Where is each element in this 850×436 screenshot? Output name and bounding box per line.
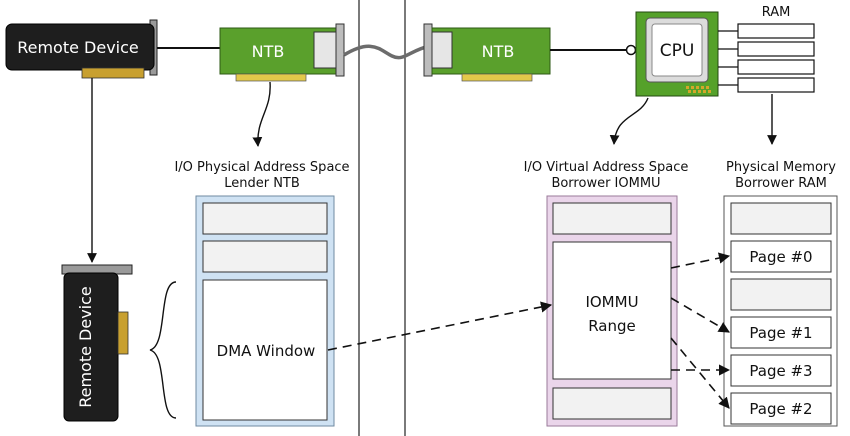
dma-to-iommu-arrow xyxy=(327,301,553,351)
right-ntb-label: NTB xyxy=(482,42,515,61)
lender-space-title-2: Lender NTB xyxy=(224,176,300,191)
remote-device-side-label: Remote Device xyxy=(76,286,95,408)
iommu-range-region xyxy=(552,241,672,380)
ntb-to-lender-arrow xyxy=(252,81,271,147)
phys-title-1: Physical Memory xyxy=(726,160,836,175)
lender-space-title-1: I/O Physical Address Space xyxy=(174,160,349,175)
phys-page-2 xyxy=(730,392,832,425)
iommu-to-page1-arrow xyxy=(670,297,730,333)
left-host-boundary xyxy=(358,0,360,436)
ram-stick-1 xyxy=(737,23,815,39)
phys-title-2: Borrower RAM xyxy=(735,176,827,191)
ram-stick-2 xyxy=(737,41,815,57)
physical-memory: Page #0 Page #1 Page #3 Page #2 xyxy=(723,195,838,427)
iova-title-1: I/O Virtual Address Space xyxy=(524,160,689,175)
lender-region-1 xyxy=(202,202,328,235)
page-0-label: Page #0 xyxy=(749,248,812,266)
dma-window-region xyxy=(202,279,328,421)
ram-modules xyxy=(718,23,815,93)
iommu-to-page2-arrow xyxy=(670,337,730,409)
lender-address-space: DMA Window xyxy=(195,195,335,427)
phys-page-3 xyxy=(730,354,832,387)
ntb-cpu-connector xyxy=(625,44,637,56)
page-2-label: Page #2 xyxy=(749,400,812,418)
phys-region-empty-2 xyxy=(730,278,832,311)
page-1-label: Page #1 xyxy=(749,324,812,342)
iova-title-2: Borrower IOMMU xyxy=(551,176,660,191)
iommu-range-label-2: Range xyxy=(588,317,636,335)
mapping-arrows xyxy=(327,252,731,409)
iova-address-space: IOMMU Range xyxy=(546,195,678,427)
right-ntb-card: NTB xyxy=(423,23,551,82)
cpu-to-iova-arrow xyxy=(609,97,649,145)
lender-region-2 xyxy=(202,240,328,273)
ntb-cable xyxy=(343,44,431,60)
iommu-range-label-1: IOMMU xyxy=(585,293,638,311)
left-ntb-label: NTB xyxy=(252,42,285,61)
phys-page-0 xyxy=(730,240,832,273)
right-host-boundary xyxy=(404,0,406,436)
left-ntb-card: NTB xyxy=(219,23,345,82)
cpu-label: CPU xyxy=(660,41,695,61)
iova-region-bottom xyxy=(552,387,672,420)
phys-page-1 xyxy=(730,316,832,349)
ram-stick-3 xyxy=(737,59,815,75)
ram-label: RAM xyxy=(762,5,791,20)
dma-window-brace xyxy=(149,281,177,419)
phys-region-empty-1 xyxy=(730,202,832,235)
dma-window-label: DMA Window xyxy=(217,342,316,360)
cpu-chip: CPU xyxy=(635,11,719,97)
remote-device-card-top: Remote Device xyxy=(5,19,158,79)
iommu-to-page0-arrow xyxy=(670,252,731,269)
page-3-label: Page #3 xyxy=(749,362,812,380)
remote-device-card-side: Remote Device xyxy=(61,264,133,422)
iova-region-top xyxy=(552,202,672,235)
remote-device-top-label: Remote Device xyxy=(17,38,139,57)
ram-stick-4 xyxy=(737,77,815,93)
